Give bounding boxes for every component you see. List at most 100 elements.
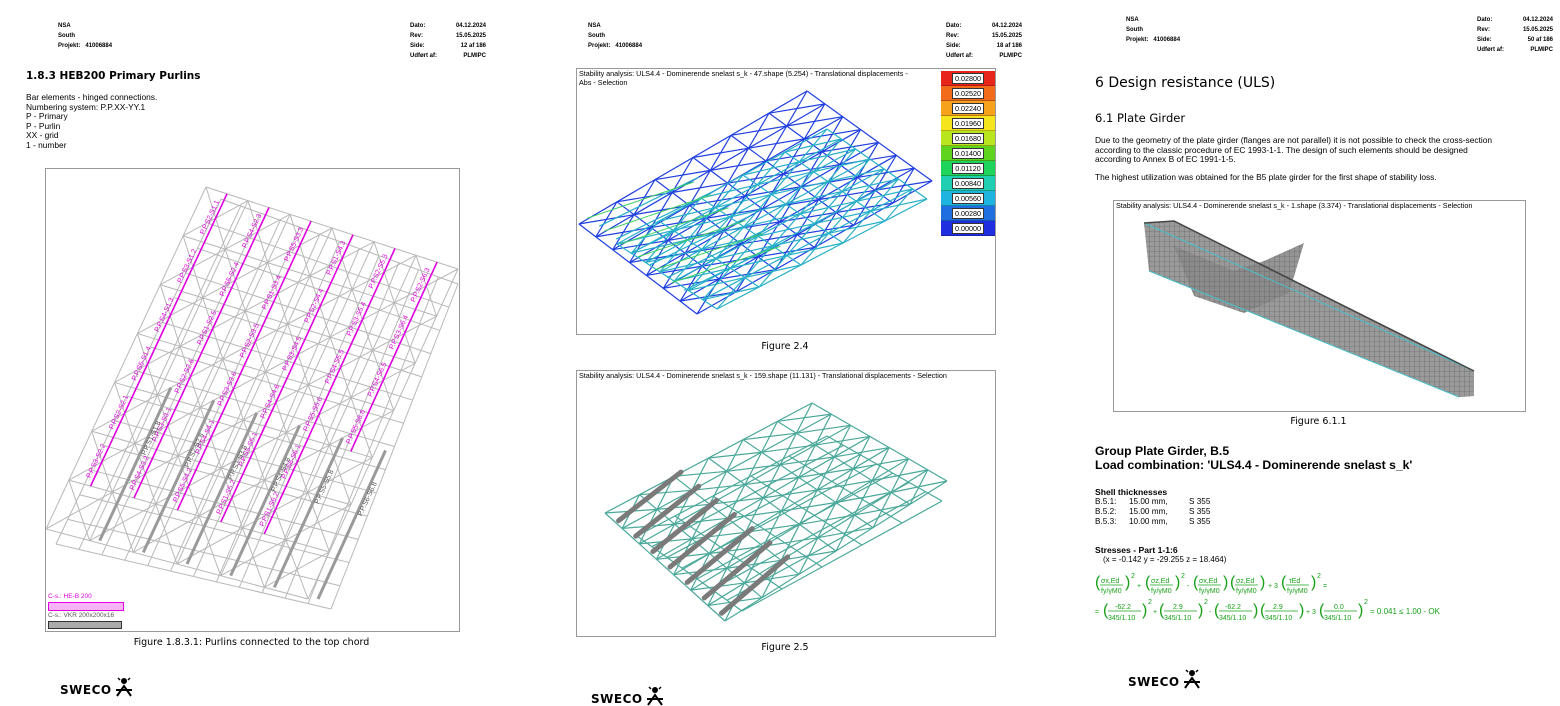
structural-member bbox=[716, 198, 928, 310]
legend-value: 0.01680 bbox=[952, 132, 984, 144]
date-value: 04.12.2024 bbox=[455, 23, 486, 29]
structural-member bbox=[711, 481, 910, 591]
purlin-member bbox=[135, 339, 160, 390]
structural-member bbox=[726, 559, 782, 569]
structural-member bbox=[631, 239, 688, 254]
structural-member bbox=[740, 234, 798, 245]
legend-vkr-label: C-s.: VKR 200x200x16 bbox=[48, 612, 115, 619]
structural-member bbox=[870, 198, 928, 212]
structural-member bbox=[813, 158, 870, 173]
svg-text:+: + bbox=[1153, 609, 1157, 616]
structural-member bbox=[712, 495, 823, 568]
structural-member bbox=[796, 424, 851, 434]
svg-text:-: - bbox=[1209, 609, 1212, 616]
purlin-member bbox=[371, 356, 395, 405]
structural-member bbox=[91, 469, 359, 540]
shell-thickness: 15.00 mm, bbox=[1129, 506, 1168, 516]
structural-member bbox=[673, 168, 885, 282]
structural-member bbox=[708, 457, 837, 552]
structural-member bbox=[681, 463, 877, 569]
structural-member bbox=[696, 472, 893, 580]
formula-divisor: 345/1.10 bbox=[1108, 615, 1135, 622]
structural-member bbox=[835, 491, 892, 504]
shell-grade: S 355 bbox=[1189, 497, 1211, 506]
formula-value: 2.9 bbox=[1173, 604, 1183, 611]
svg-text:): ) bbox=[1125, 574, 1130, 591]
date-label: Dato: bbox=[946, 23, 962, 29]
top-chord-beam bbox=[316, 449, 387, 600]
rafter-member bbox=[615, 189, 717, 240]
legend-value: 0.01400 bbox=[952, 147, 984, 159]
top-chord-beam bbox=[98, 387, 173, 542]
formula-value: 2.9 bbox=[1273, 604, 1283, 611]
legend-value: 0.02240 bbox=[952, 102, 984, 114]
structural-member bbox=[691, 483, 745, 491]
svg-text:(: ( bbox=[1095, 574, 1101, 591]
structural-member bbox=[727, 510, 782, 519]
structural-member bbox=[656, 503, 710, 510]
structural-member bbox=[814, 210, 871, 225]
structural-member bbox=[765, 151, 823, 162]
buckled-member bbox=[587, 181, 695, 219]
shell-grade: S 355 bbox=[1189, 516, 1211, 526]
sweco-logo: SWECO bbox=[60, 677, 133, 697]
structural-member bbox=[138, 371, 395, 447]
sweco-sun-icon bbox=[1183, 669, 1200, 689]
shell-thickness-list: B.5.1:15.00 mm,S 355 B.5.2:15.00 mm,S 35… bbox=[1095, 497, 1229, 526]
legend-entry: 0.01400 bbox=[941, 146, 995, 161]
structural-member bbox=[800, 200, 857, 215]
structural-member bbox=[673, 475, 800, 575]
structural-member bbox=[616, 243, 718, 310]
structural-member bbox=[763, 537, 818, 547]
structural-member bbox=[799, 148, 856, 163]
shell-id: B.5.1: bbox=[1095, 497, 1117, 506]
svg-text:(: ( bbox=[1145, 574, 1151, 591]
author-value: PLMIPC bbox=[1530, 47, 1553, 53]
purlin-member bbox=[286, 330, 310, 379]
structural-member bbox=[890, 480, 948, 494]
structural-member bbox=[815, 435, 870, 446]
figure-title-line: Abs - Selection bbox=[579, 77, 628, 87]
page-header-right: Dato:04.12.2024 Rev:15.05.2025 Side:12 a… bbox=[410, 21, 486, 61]
structural-member bbox=[578, 223, 698, 315]
structural-member bbox=[55, 543, 332, 610]
structural-member bbox=[79, 494, 350, 564]
rev-value: 15.05.2025 bbox=[1522, 27, 1553, 33]
structural-member bbox=[89, 503, 156, 542]
formula-denominator: fy/γM0 bbox=[1101, 588, 1122, 595]
svg-text:): ) bbox=[1253, 602, 1258, 619]
legend-entry: 0.00840 bbox=[941, 176, 995, 191]
buckled-member bbox=[620, 207, 729, 245]
structural-member bbox=[659, 158, 871, 273]
body-line: Bar elements - hinged connections. bbox=[26, 92, 158, 102]
paragraph-line: Due to the geometry of the plate girder … bbox=[1095, 135, 1493, 145]
side-value: 12 af 186 bbox=[460, 43, 486, 49]
structural-member bbox=[578, 214, 635, 225]
author-value: PLMIPC bbox=[463, 53, 486, 59]
buckled-girder bbox=[684, 526, 755, 585]
side-value: 18 af 186 bbox=[996, 43, 1022, 49]
legend-value: 0.01120 bbox=[952, 162, 984, 174]
structural-member bbox=[114, 420, 377, 494]
structural-member bbox=[853, 458, 909, 470]
structural-member bbox=[826, 435, 943, 502]
purlin-member bbox=[285, 438, 309, 487]
structural-member bbox=[691, 531, 746, 540]
rafter-member bbox=[632, 202, 734, 253]
structural-member bbox=[817, 527, 874, 539]
purlin-member bbox=[155, 400, 180, 450]
structural-member bbox=[772, 232, 829, 247]
structural-member bbox=[46, 491, 113, 530]
structural-member bbox=[672, 182, 728, 194]
structural-member bbox=[663, 278, 720, 289]
purlin-member bbox=[221, 365, 245, 415]
structural-member bbox=[748, 138, 805, 149]
rev-label: Rev: bbox=[946, 33, 960, 39]
stresses-heading: Stresses - Part 1-1:6 bbox=[1095, 545, 1178, 555]
plate-girder-figure: Stability analysis: ULS4.4 - Dominerende… bbox=[1113, 200, 1526, 412]
plate-girder-mesh-drawing bbox=[1143, 220, 1475, 398]
company-line: South bbox=[58, 33, 75, 39]
formula-divisor: 345/1.10 bbox=[1219, 615, 1246, 622]
company-line: NSA bbox=[1126, 17, 1139, 23]
structural-member bbox=[220, 539, 287, 577]
